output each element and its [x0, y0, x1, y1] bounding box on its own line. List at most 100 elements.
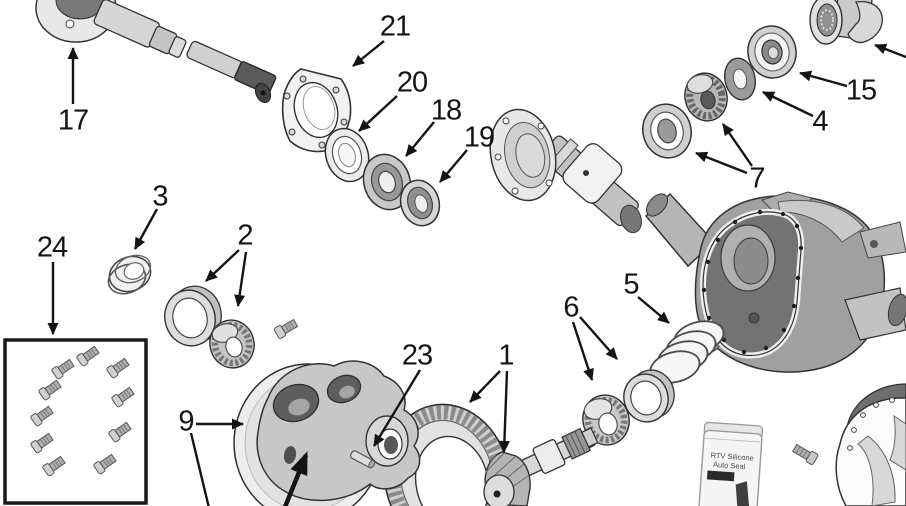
yoke-spline-bore — [816, 3, 838, 37]
ring-gear-bolts — [30, 345, 135, 477]
callout-3: 3 — [152, 180, 168, 213]
perch-hole — [870, 240, 878, 248]
yoke-splines — [820, 9, 834, 31]
coil-spring-5 — [649, 320, 725, 384]
callout-18: 18 — [430, 94, 462, 127]
arrow-6a — [571, 321, 594, 381]
carrier-window-1-gear — [288, 398, 310, 416]
callout-6: 6 — [563, 291, 579, 324]
flange-hole — [65, 19, 75, 29]
diff-cover-assembly — [791, 383, 906, 506]
cover-rib-1 — [857, 435, 896, 506]
yoke-arm — [847, 0, 883, 44]
arrow-2b — [234, 251, 248, 307]
housing-right-tube — [844, 287, 906, 341]
cover-bolt — [791, 443, 819, 465]
arrow-9-leader — [189, 432, 210, 506]
tube-brand-band — [706, 470, 735, 482]
arrow-2a — [205, 249, 240, 282]
pinion-seal-15 — [747, 25, 797, 79]
housing-bolt-holes — [701, 209, 804, 355]
differential-carrier-9 — [233, 360, 421, 506]
shaft-segment-1 — [93, 0, 187, 58]
housing-face-outline — [702, 211, 802, 357]
shaft-flange-hub — [55, 0, 105, 20]
callout-7: 7 — [749, 162, 765, 195]
pinion-gear-1 — [483, 427, 599, 506]
tube-label-line2: Auto Seal — [713, 460, 746, 471]
pinion-center-hole — [493, 490, 501, 498]
callout-arrows — [47, 40, 906, 506]
housing-face-hole — [748, 312, 760, 324]
bolt-kit-box-24 — [3, 338, 148, 505]
arrow-21 — [352, 40, 385, 67]
cover-rib-2 — [889, 414, 906, 471]
flange-bolt-holes — [494, 117, 553, 195]
pinion-yoke — [809, 0, 883, 45]
shield-hole-rim — [302, 86, 336, 130]
arrow-3 — [133, 208, 159, 250]
callout-5: 5 — [623, 268, 639, 301]
dust-shield-plate — [281, 68, 352, 153]
arrow-5 — [637, 296, 670, 324]
callout-20: 20 — [396, 66, 428, 99]
inner-seal-19 — [399, 179, 441, 227]
callout-9: 9 — [178, 405, 194, 438]
arrow-18 — [405, 121, 435, 157]
tube-open-end — [620, 204, 642, 234]
housing-right-tube-end — [887, 293, 906, 327]
bearing-race-6b — [623, 369, 675, 423]
callout-4: 4 — [812, 105, 828, 138]
pinion-teeth — [484, 451, 529, 505]
carrier-window-2-gear — [339, 385, 355, 399]
tube-label-line1: RTV Silicone — [710, 451, 754, 463]
outer-seal-20 — [324, 127, 370, 183]
roll-pin-23 — [349, 450, 376, 469]
shield-center-hole — [293, 81, 339, 139]
arrow-15 — [799, 70, 848, 88]
axle-tube-flange — [489, 108, 642, 234]
arrow-1b — [498, 370, 510, 453]
callout-23: 23 — [401, 339, 433, 372]
callout-1: 1 — [498, 339, 514, 372]
axle-bearing-18 — [362, 153, 412, 211]
rtv-sealant-tube: RTV Silicone Auto Seal — [698, 421, 764, 506]
callout-17: 17 — [57, 104, 89, 137]
arrow-7a — [695, 151, 748, 175]
housing-perch — [859, 221, 906, 259]
washer-4 — [723, 57, 757, 101]
pinion-bearing-7a — [642, 103, 692, 159]
tube-artwork — [735, 481, 750, 506]
pinion-bearing-6a — [582, 394, 630, 446]
shaft-end-hole — [260, 90, 266, 96]
housing-arm — [777, 199, 865, 243]
callout-19: 19 — [463, 121, 495, 154]
shield-bolt-holes — [283, 75, 348, 149]
arrow-1a — [469, 370, 501, 403]
spring-perch-block — [562, 143, 623, 204]
pinion-face — [483, 474, 515, 506]
callout-24: 24 — [36, 231, 68, 264]
arrow-20 — [358, 95, 398, 132]
tube-flange — [489, 108, 557, 202]
cover-bolt-holes — [847, 397, 895, 451]
arrow-7b — [722, 123, 753, 167]
housing-bore-inner — [733, 237, 769, 285]
callout-21: 21 — [379, 10, 411, 43]
carrier-hub-hole — [384, 436, 398, 454]
carrier-bolt — [273, 318, 299, 339]
arrow-23 — [372, 369, 422, 447]
arrow-carrier-thick — [282, 451, 309, 506]
perch-dot — [583, 170, 589, 176]
pinion-bearing-7b — [684, 72, 728, 122]
snap-ring-3 — [107, 254, 152, 295]
arrow-6b — [579, 316, 618, 360]
housing-left-tube-end — [645, 193, 669, 217]
callout-15: 15 — [845, 74, 877, 107]
bearing-race-2a — [164, 285, 222, 347]
arrow-4 — [762, 90, 814, 118]
arrow-19 — [439, 149, 468, 183]
callout-2: 2 — [237, 219, 253, 252]
